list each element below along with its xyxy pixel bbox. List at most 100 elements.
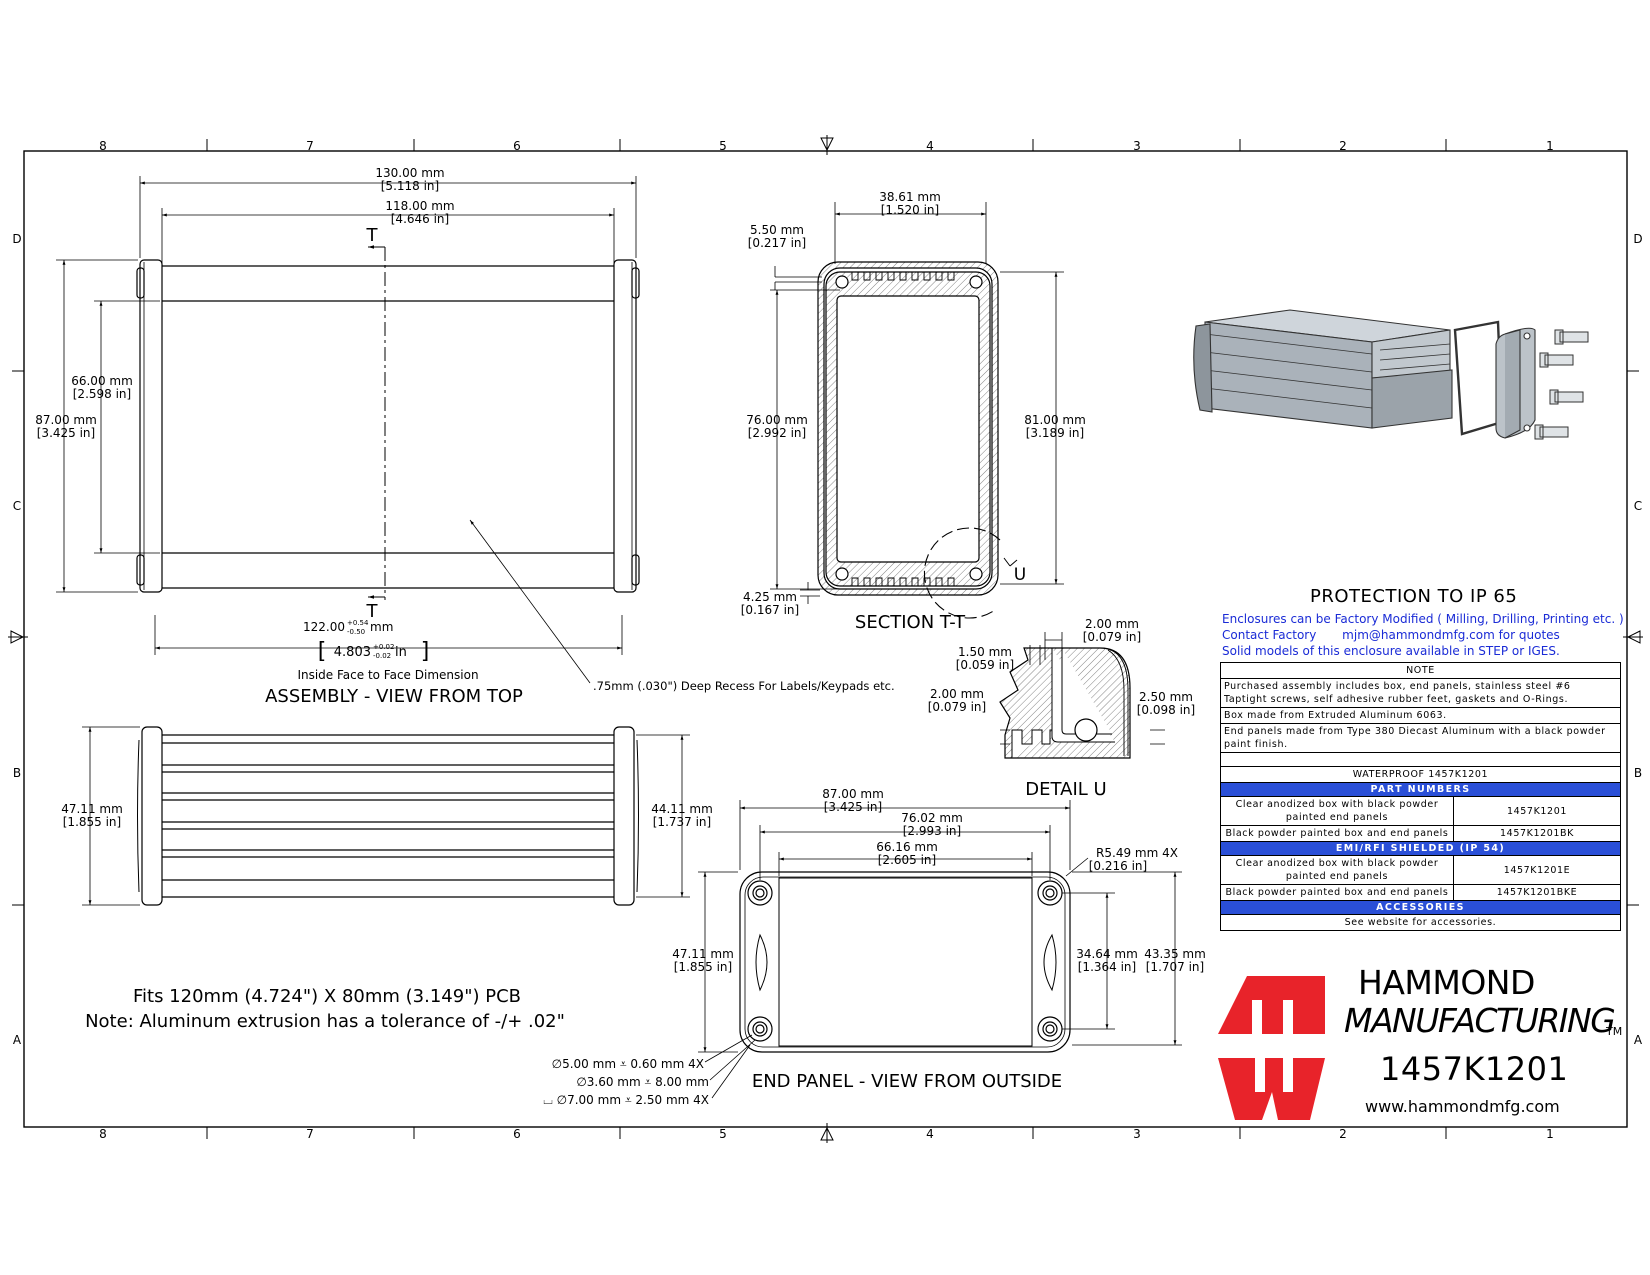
pcb-fit-note: Fits 120mm (4.724") X 80mm (3.149") PCB bbox=[133, 986, 521, 1007]
dim-detail-a-in: [0.079 in] bbox=[1083, 630, 1141, 644]
dim-section-outer-mm: 81.00 mm bbox=[1024, 413, 1086, 427]
note-item-2: Box made from Extruded Aluminum 6063. bbox=[1220, 707, 1621, 724]
accessories-note: See website for accessories. bbox=[1220, 914, 1621, 931]
dim-inner-height-mm: 66.00 mm bbox=[71, 374, 133, 388]
dim-face-unit: mm bbox=[370, 620, 393, 634]
side-view bbox=[137, 726, 639, 906]
end-panel-labels: 87.00 mm [3.425 in] 76.02 mm [2.993 in] … bbox=[543, 787, 1206, 1107]
dim-face-tol-minus: -0.50 bbox=[347, 628, 365, 636]
hole-callout-3: ⌴ ∅7.00 mm ⩡ 2.50 mm 4X bbox=[543, 1093, 709, 1107]
dim-hole-vert-in: [1.364 in] bbox=[1078, 960, 1136, 974]
recess-note: .75mm (.030") Deep Recess For Labels/Key… bbox=[593, 679, 895, 693]
dim-detail-d-in: [0.098 in] bbox=[1137, 703, 1195, 717]
dim-detail-c-in: [0.079 in] bbox=[928, 700, 986, 714]
hole-callout-2: ∅3.60 mm ⩡ 8.00 mm bbox=[576, 1075, 709, 1089]
dim-wall-in: [0.217 in] bbox=[748, 236, 806, 250]
zone-left-C: C bbox=[13, 499, 21, 513]
dim-face-in-value: 4.803 bbox=[334, 645, 371, 660]
contact-email-link[interactable]: mjm@hammondmfg.com for quotes bbox=[1342, 628, 1560, 642]
zone-top-4: 4 bbox=[926, 139, 934, 153]
detail-view bbox=[999, 647, 1131, 759]
dim-recess-width-mm: 66.16 mm bbox=[876, 840, 938, 854]
solid-models-note: Solid models of this enclosure available… bbox=[1222, 644, 1560, 658]
dim-face-in-tol-minus: -0.02 bbox=[373, 652, 391, 660]
factory-modification-note: Enclosures can be Factory Modified ( Mil… bbox=[1222, 612, 1624, 626]
dim-overall-length-mm: 130.00 mm bbox=[375, 166, 444, 180]
dim-panel-outer-in: [1.707 in] bbox=[1146, 960, 1204, 974]
mount-hole-tr bbox=[1037, 880, 1063, 906]
part-number: 1457K1201BKE bbox=[1453, 884, 1621, 901]
part-number: 1457K1201E bbox=[1453, 855, 1621, 885]
assembly-dimensions bbox=[56, 176, 637, 684]
zone-left-B: B bbox=[13, 766, 21, 780]
dim-overall-length-in: [5.118 in] bbox=[381, 179, 439, 193]
accessories-band: ACCESSORIES bbox=[1220, 900, 1621, 915]
dim-face-bracket-close: ] bbox=[421, 639, 430, 664]
mount-hole-tl bbox=[747, 880, 773, 906]
dim-detail-a-mm: 2.00 mm bbox=[1085, 617, 1139, 631]
dim-detail-d-mm: 2.50 mm bbox=[1139, 690, 1193, 704]
part-number: 1457K1201BK bbox=[1453, 825, 1621, 842]
end-panel-dimensions bbox=[698, 800, 1182, 1099]
zone-top-2: 2 bbox=[1339, 139, 1347, 153]
zone-bottom-1: 1 bbox=[1546, 1127, 1554, 1141]
dim-hole-vert-mm: 34.64 mm bbox=[1076, 947, 1138, 961]
dim-bottom-mm: 4.25 mm bbox=[743, 590, 797, 604]
note-spacer bbox=[1220, 752, 1621, 767]
dim-inner-length-mm: 118.00 mm bbox=[385, 199, 454, 213]
hammond-logo-mark bbox=[1218, 976, 1325, 1120]
dim-section-inner-in: [2.992 in] bbox=[748, 426, 806, 440]
assembly-labels: 130.00 mm [5.118 in] 118.00 mm [4.646 in… bbox=[35, 166, 894, 707]
zone-right-A: A bbox=[1634, 1033, 1643, 1047]
note-table: NOTE Purchased assembly includes box, en… bbox=[1220, 662, 1621, 931]
part-number: 1457K1201 bbox=[1453, 796, 1621, 826]
hole-callout-1: ∅5.00 mm ⩡ 0.60 mm 4X bbox=[552, 1057, 704, 1071]
zone-labels: 8 7 6 5 4 3 2 1 8 7 6 5 4 3 2 1 D C B A … bbox=[12, 139, 1643, 1141]
section-dimensions bbox=[770, 202, 1064, 604]
dim-panel-width-mm: 87.00 mm bbox=[822, 787, 884, 801]
dim-inner-length-in: [4.646 in] bbox=[391, 212, 449, 226]
enclosure-3d-render bbox=[1193, 309, 1589, 440]
detail-marker: U bbox=[1014, 565, 1026, 585]
dim-inner-height-in: [2.598 in] bbox=[73, 387, 131, 401]
zone-right-B: B bbox=[1634, 766, 1642, 780]
assembly-top-view bbox=[136, 245, 640, 600]
zone-bottom-7: 7 bbox=[306, 1127, 314, 1141]
dim-face-to-face-mm: 122.00 bbox=[303, 620, 345, 634]
contact-factory-label: Contact Factory bbox=[1222, 628, 1317, 642]
face-dimension-caption: Inside Face to Face Dimension bbox=[297, 668, 478, 682]
zone-bottom-2: 2 bbox=[1339, 1127, 1347, 1141]
dim-corner-radius-in: [0.216 in] bbox=[1089, 859, 1147, 873]
assembly-view-title: ASSEMBLY - VIEW FROM TOP bbox=[265, 686, 523, 707]
dim-side-right-mm: 44.11 mm bbox=[651, 802, 713, 816]
dim-height-in: [3.425 in] bbox=[37, 426, 95, 440]
part-description: Black powder painted box and end panels bbox=[1220, 884, 1454, 901]
dim-face-in-tol-plus: +0.02 bbox=[373, 643, 394, 651]
dim-side-left-mm: 47.11 mm bbox=[61, 802, 123, 816]
brand-name-line1: HAMMOND bbox=[1358, 963, 1535, 1002]
dim-detail-b-in: [0.059 in] bbox=[956, 658, 1014, 672]
zone-top-7: 7 bbox=[306, 139, 314, 153]
emi-shielded-band: EMI/RFI SHIELDED (IP 54) bbox=[1220, 841, 1621, 856]
dim-hole-spacing-in: [2.993 in] bbox=[903, 824, 961, 838]
section-labels: 38.61 mm [1.520 in] 5.50 mm [0.217 in] 7… bbox=[741, 190, 1086, 633]
detail-dimensions bbox=[1000, 632, 1165, 745]
dim-panel-height-in: [1.855 in] bbox=[674, 960, 732, 974]
zone-left-A: A bbox=[13, 1033, 22, 1047]
zone-top-5: 5 bbox=[719, 139, 727, 153]
part-numbers-band: PART NUMBERS bbox=[1220, 782, 1621, 797]
dim-height-mm: 87.00 mm bbox=[35, 413, 97, 427]
end-panel-view bbox=[739, 871, 1071, 1053]
dim-side-right-in: [1.737 in] bbox=[653, 815, 711, 829]
table-row: Black powder painted box and end panels … bbox=[1220, 825, 1621, 842]
section-view-title: SECTION T-T bbox=[855, 612, 966, 633]
dim-face-bracket-open: [ bbox=[318, 639, 327, 664]
zone-right-C: C bbox=[1634, 499, 1642, 513]
detail-view-title: DETAIL U bbox=[1025, 779, 1106, 800]
zone-top-6: 6 bbox=[513, 139, 521, 153]
zone-top-8: 8 bbox=[99, 139, 107, 153]
website-link[interactable]: www.hammondmfg.com bbox=[1365, 1097, 1560, 1116]
dim-side-left-in: [1.855 in] bbox=[63, 815, 121, 829]
waterproof-heading: WATERPROOF 1457K1201 bbox=[1220, 766, 1621, 783]
